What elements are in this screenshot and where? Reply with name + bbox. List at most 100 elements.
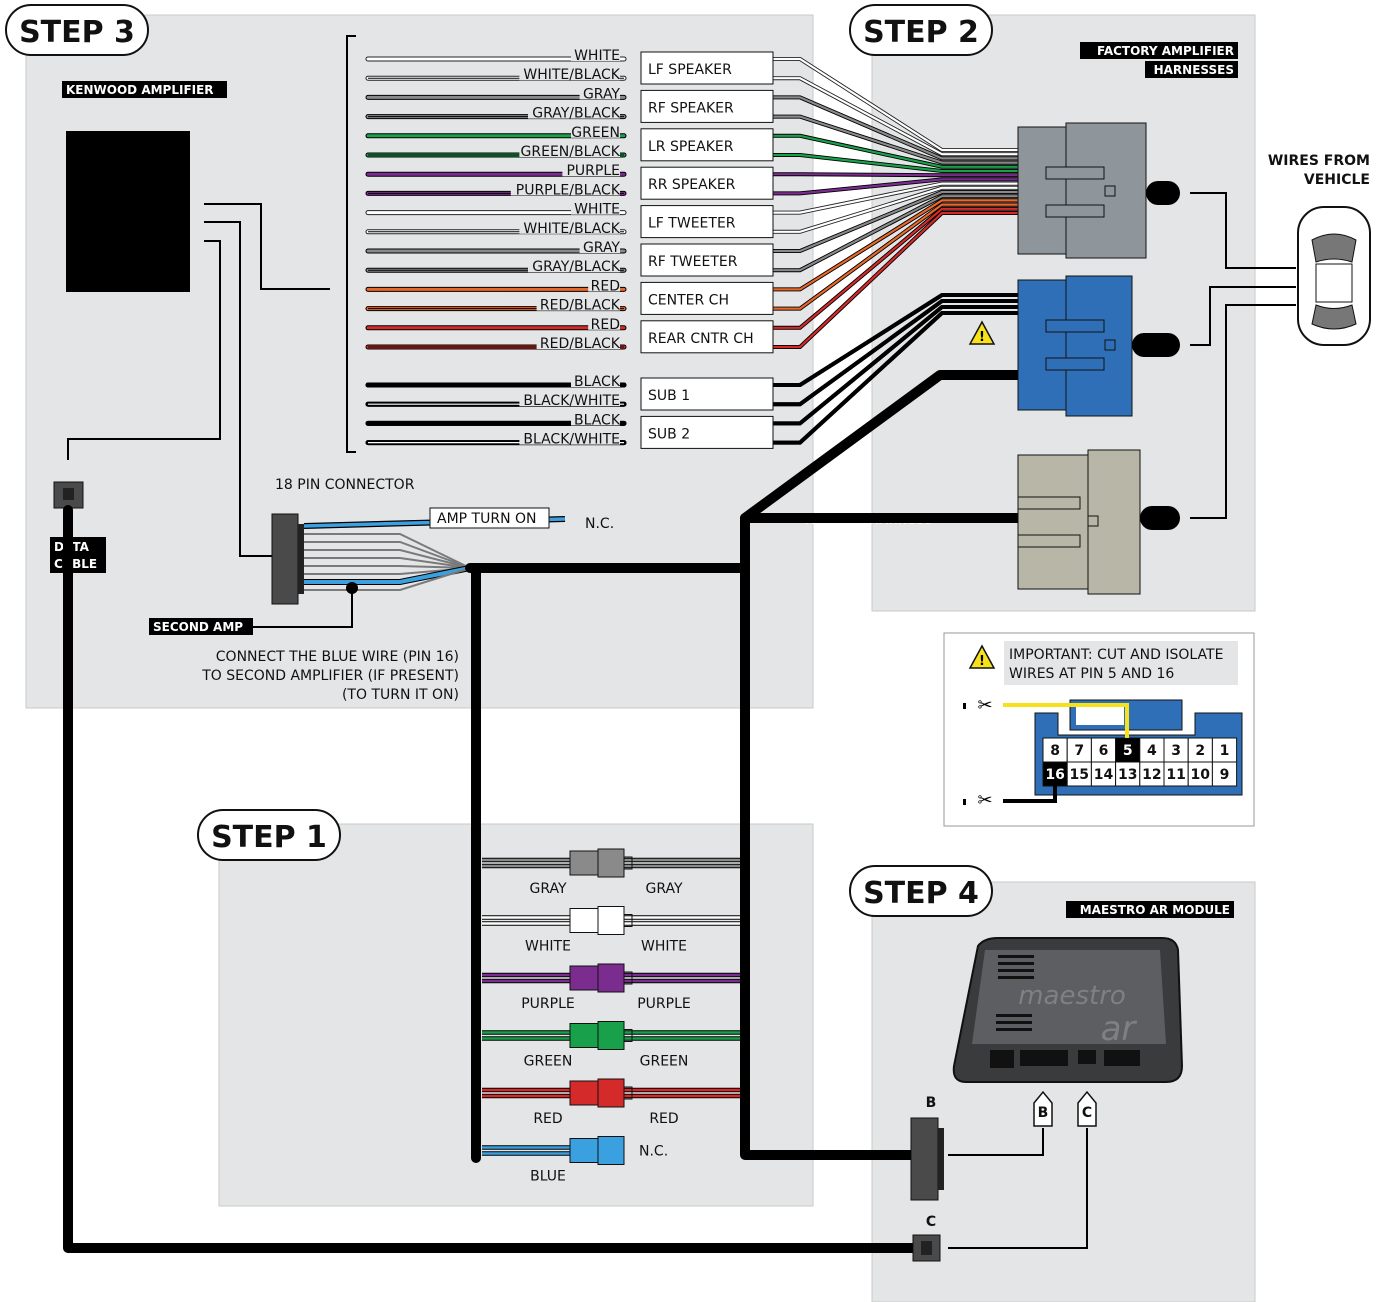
svg-text:!: ! <box>979 654 985 669</box>
channel-label: LR SPEAKER <box>640 128 774 162</box>
svg-text:HARNESSES: HARNESSES <box>1154 63 1234 77</box>
channel-label: LF SPEAKER <box>640 51 774 85</box>
maestro-module: maestro ar <box>952 937 1184 1083</box>
speaker-wire: BLACK/WHITE <box>365 393 627 409</box>
svg-text:RR SPEAKER: RR SPEAKER <box>648 177 736 193</box>
step1-plug[interactable] <box>569 908 599 933</box>
speaker-wire: RED <box>365 278 627 294</box>
blue-factory-connector[interactable] <box>1017 275 1133 417</box>
svg-text:5: 5 <box>1123 743 1133 759</box>
speaker-wire: RED/BLACK <box>365 336 627 352</box>
speaker-wire: GREEN/BLACK <box>365 144 627 160</box>
step1-plug[interactable] <box>569 850 599 876</box>
kenwood-amplifier-box <box>66 131 190 292</box>
svg-text:15: 15 <box>1070 767 1089 783</box>
harness-connector-b[interactable] <box>910 1117 944 1201</box>
pin-cell: 10 <box>1187 761 1213 787</box>
speaker-wire: WHITE/BLACK <box>365 67 627 83</box>
cut-wires <box>1003 703 1129 803</box>
step1-plug[interactable] <box>597 1021 625 1050</box>
pin-cell: 13 <box>1115 761 1141 787</box>
svg-text:LR SPEAKER: LR SPEAKER <box>648 139 734 155</box>
speaker-wire: PURPLE <box>365 163 627 179</box>
svg-text:9: 9 <box>1220 767 1230 783</box>
svg-text:3: 3 <box>1171 743 1181 759</box>
important-warning-icon: ! <box>968 644 996 669</box>
pin-cell: 4 <box>1139 737 1165 763</box>
svg-text:1: 1 <box>1220 743 1230 759</box>
step3-badge: STEP 3 <box>5 4 149 56</box>
pin-cell: 9 <box>1211 761 1238 787</box>
step1-plug[interactable] <box>597 906 625 935</box>
step1-left-label: GRAY <box>529 881 566 897</box>
svg-text:WIRES FROM: WIRES FROM <box>1268 153 1370 169</box>
svg-text:13: 13 <box>1118 767 1137 783</box>
gray-factory-connector[interactable] <box>1017 122 1147 259</box>
step1-plug[interactable] <box>597 848 625 878</box>
wire-label: RED <box>591 317 620 333</box>
pin-cell: 7 <box>1066 737 1092 763</box>
step3-label: STEP 3 <box>19 15 135 50</box>
step1-right-label: N.C. <box>639 1144 668 1160</box>
pin-cell: 15 <box>1066 761 1092 787</box>
module-port-b-tag: B <box>1033 1090 1053 1127</box>
speaker-wire-group: WHITEWHITE/BLACKGRAYGRAY/BLACKGREENGREEN… <box>365 48 627 448</box>
thick-harness-cables <box>63 370 1025 1253</box>
step1-right-label: WHITE <box>641 939 687 955</box>
step1-plug[interactable] <box>569 1023 599 1048</box>
svg-text:4: 4 <box>1147 743 1157 759</box>
step1-panel <box>218 823 814 1207</box>
connector-c-label: C <box>926 1214 936 1230</box>
module-port-c-tag: C <box>1077 1090 1097 1127</box>
svg-text:MAESTRO AR MODULE: MAESTRO AR MODULE <box>1080 903 1230 917</box>
wire-label: GREEN <box>571 125 620 141</box>
step1-plug[interactable] <box>597 1078 625 1108</box>
scissors-icon: ✂ ✂ <box>963 695 993 811</box>
pin-cell: 2 <box>1187 737 1213 763</box>
pin18-wire <box>304 567 471 591</box>
step1-plug[interactable] <box>597 1136 625 1165</box>
svg-text:!: ! <box>979 330 985 345</box>
speaker-wire: GRAY/BLACK <box>365 259 627 275</box>
maestro-brand-sub: ar <box>1101 1009 1138 1049</box>
svg-text:REAR CNTR CH: REAR CNTR CH <box>648 331 754 347</box>
wire-label: WHITE/BLACK <box>523 67 620 83</box>
step1-plug[interactable] <box>597 963 625 993</box>
kenwood-amplifier-tag: KENWOOD AMPLIFIER <box>62 81 227 98</box>
amp-leader-lines <box>67 35 356 557</box>
step1-plug[interactable] <box>569 1080 599 1106</box>
wire-label: GREEN/BLACK <box>521 144 621 160</box>
svg-text:RF TWEETER: RF TWEETER <box>648 254 738 270</box>
step2-label: STEP 2 <box>863 15 979 50</box>
harness-connector-c[interactable] <box>912 1234 941 1262</box>
pin18-wire <box>304 565 471 569</box>
wire-label: RED <box>591 278 620 294</box>
svg-text:SECOND AMP: SECOND AMP <box>153 620 243 634</box>
svg-text:7: 7 <box>1074 743 1084 759</box>
svg-text:CENTER CH: CENTER CH <box>648 292 729 308</box>
t-harness-connector[interactable] <box>1017 449 1141 595</box>
connector-18pin[interactable] <box>271 513 299 605</box>
speaker-wire: PURPLE/BLACK <box>365 182 627 198</box>
channel-label: REAR CNTR CH <box>640 320 774 354</box>
svg-text:✂: ✂ <box>977 695 992 716</box>
step1-plug[interactable] <box>569 965 599 991</box>
amp-turn-on-nc: N.C. <box>585 516 614 532</box>
step1-plug[interactable] <box>569 1138 599 1163</box>
channel-label: SUB 2 <box>640 415 774 449</box>
pin18-wire <box>304 549 471 569</box>
channel-label: SUB 1 <box>640 377 774 411</box>
step1-left-label: PURPLE <box>521 996 575 1012</box>
step1-right-label: RED <box>649 1111 678 1127</box>
speaker-wire-fan <box>772 57 1018 445</box>
wire-label: WHITE <box>574 48 620 64</box>
svg-text:LF TWEETER: LF TWEETER <box>648 216 736 232</box>
svg-text:16: 16 <box>1045 767 1064 783</box>
channel-label: RF TWEETER <box>640 243 774 277</box>
